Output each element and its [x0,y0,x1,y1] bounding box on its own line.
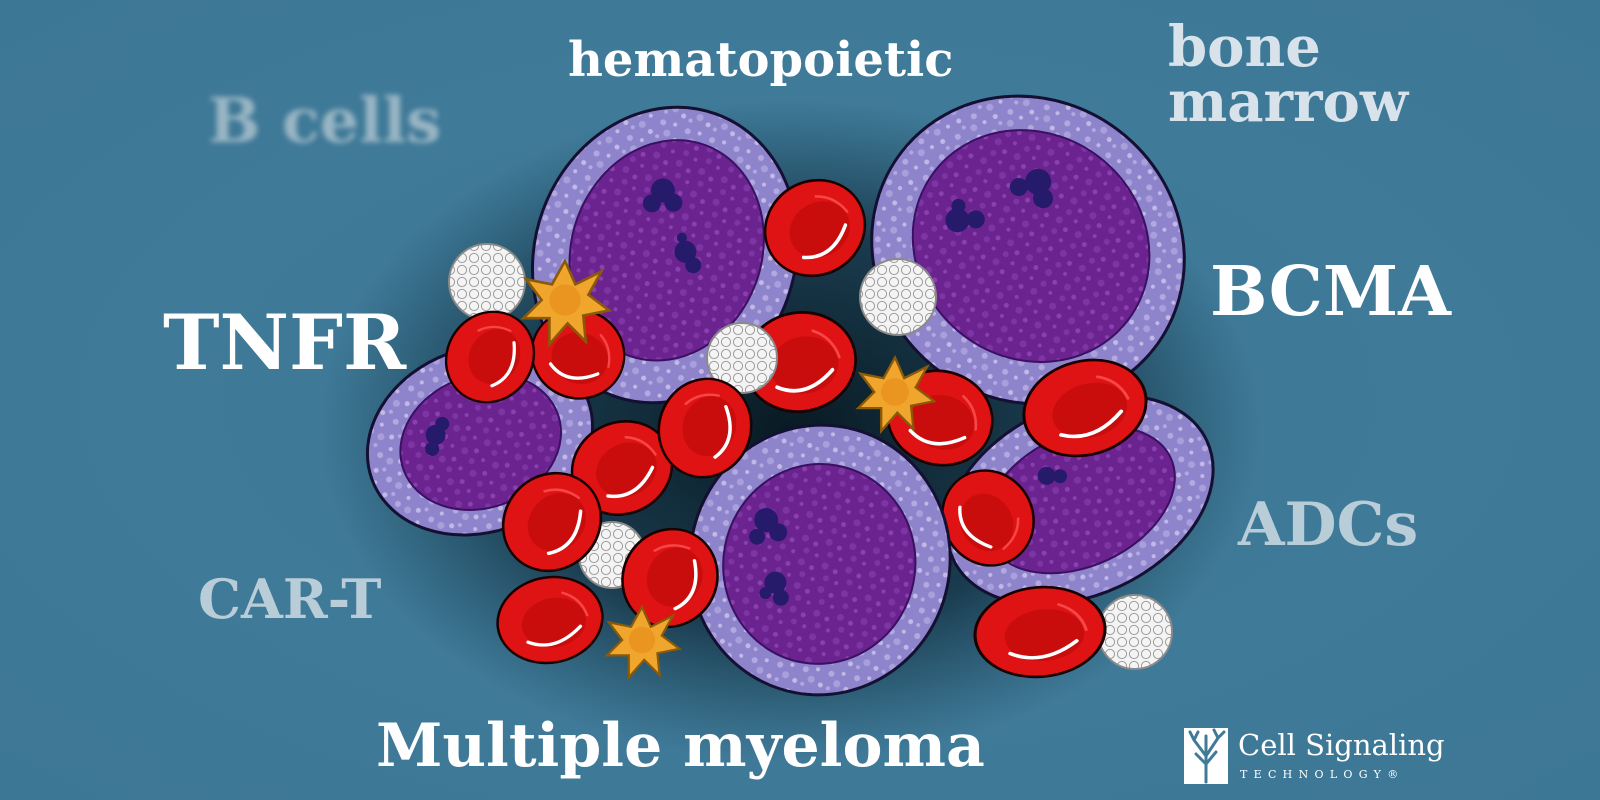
keyword-hematopoietic: hematopoietic [568,32,954,88]
keyword-car-t: CAR-T [198,567,382,631]
keyword-adcs: ADCs [1238,490,1419,560]
white-blood-cell [706,322,778,394]
keyword-tnfr: TNFR [163,298,407,387]
tree-logo-icon [1184,728,1228,784]
cell-signaling-logo: Cell Signaling TECHNOLOGY® [1182,726,1445,786]
keyword-b-cells: B cells [208,84,442,157]
white-blood-cell [1097,594,1173,670]
title-multiple-myeloma: Multiple myeloma [376,711,985,781]
keyword-bone-marrow: bone marrow [1168,14,1409,135]
plasma-cell [688,423,952,697]
plasma-cell [870,94,1186,406]
keyword-bcma: BCMA [1210,252,1451,332]
keyword-bone-marrow-line-1: bone [1168,14,1321,80]
logo-company-name: Cell Signaling [1238,728,1445,762]
white-blood-cell [448,243,526,321]
white-blood-cell [859,258,937,336]
keyword-bone-marrow-line-2: marrow [1168,68,1409,135]
logo-company-subtitle: TECHNOLOGY® [1240,768,1405,781]
